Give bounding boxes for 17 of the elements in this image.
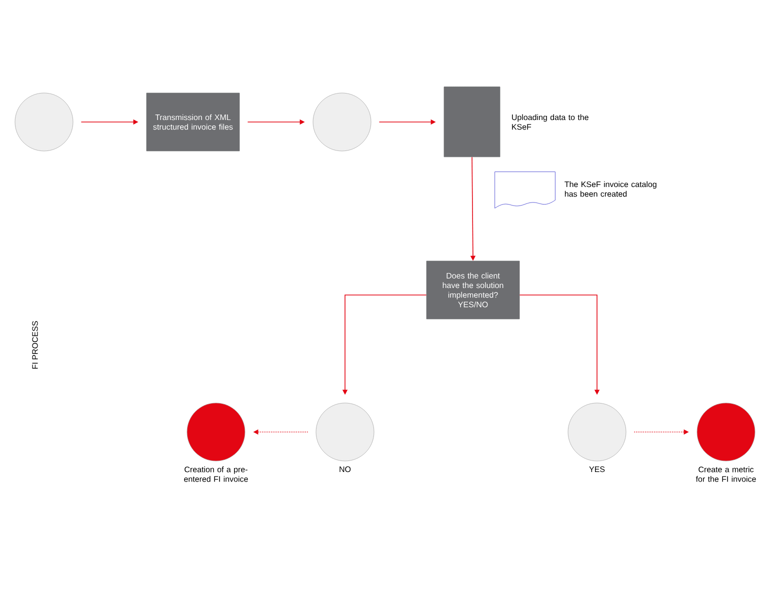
circle xyxy=(696,402,756,462)
node-caption: Uploading data to the KSeF xyxy=(512,114,588,130)
circle xyxy=(568,402,626,462)
node-caption: The KSeF invoice catalog has been created xyxy=(564,181,656,197)
database-cylinder xyxy=(444,86,500,158)
document-icon xyxy=(494,172,556,208)
circle xyxy=(14,92,74,152)
circle xyxy=(186,402,246,462)
side-label: FI PROCESS xyxy=(32,321,38,369)
decision-box: Does the client have the solution implemented? YES/NO xyxy=(426,260,520,320)
node-caption: Creation of a pre-entered FI invoice xyxy=(184,466,248,482)
circle xyxy=(316,402,374,462)
process-box: Transmission of XML structured invoice files xyxy=(146,92,240,152)
circle xyxy=(312,92,372,152)
node-caption: NO xyxy=(340,466,351,472)
node-caption: YES xyxy=(589,466,605,472)
node-caption: Create a metric for the FI invoice xyxy=(696,466,756,482)
